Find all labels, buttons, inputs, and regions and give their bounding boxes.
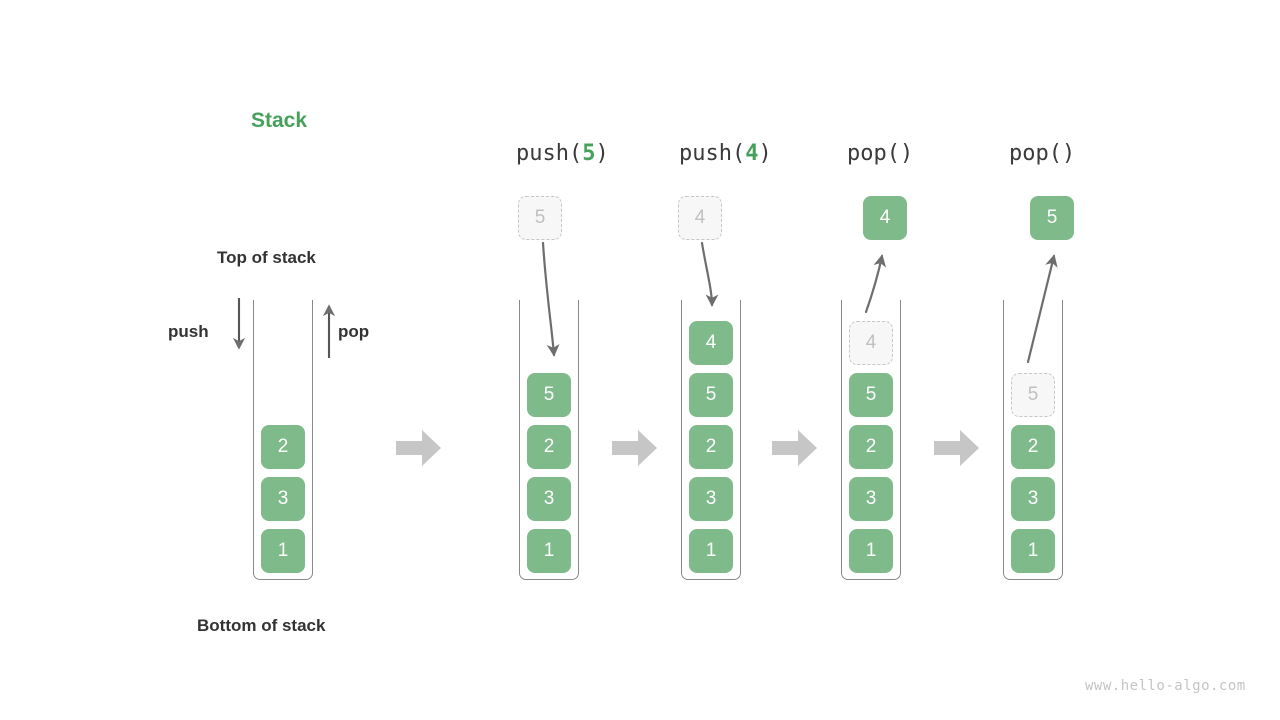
diagram-title: Stack (251, 109, 308, 132)
stack-cell: 1 (689, 529, 733, 573)
floating-cell-push-5: 5 (518, 196, 562, 240)
stack-vessel (841, 300, 901, 580)
stack-cell: 3 (689, 477, 733, 521)
stack-cell: 3 (1011, 477, 1055, 521)
stack-cell: 2 (849, 425, 893, 469)
watermark: www.hello-algo.com (1085, 678, 1246, 694)
op-value: 4 (745, 141, 759, 166)
stack-vessel (253, 300, 313, 580)
stack-vessel (1003, 300, 1063, 580)
stack-cell: 1 (527, 529, 571, 573)
pop-label: pop (338, 322, 370, 341)
stack-cell: 2 (261, 425, 305, 469)
top-of-stack-label: Top of stack (217, 248, 316, 267)
push-4-motion-arrow (700, 241, 719, 307)
stack-cell: 3 (849, 477, 893, 521)
stack-cell-ghost: 5 (1011, 373, 1055, 417)
stack-cell: 5 (527, 373, 571, 417)
stack-cell: 3 (527, 477, 571, 521)
stack-vessel (519, 300, 579, 580)
operation-caption-pop-2: pop() (1009, 141, 1075, 166)
stack-cell: 5 (689, 373, 733, 417)
op-suffix: ) (758, 141, 772, 166)
op-prefix: pop() (847, 141, 914, 166)
push-label: push (168, 322, 209, 341)
stack-cell: 1 (849, 529, 893, 573)
operation-caption-push-4: push(4) (679, 141, 772, 166)
floating-cell-push-4: 4 (678, 196, 722, 240)
stack-vessel (681, 300, 741, 580)
op-suffix: ) (595, 141, 609, 166)
stack-cell: 1 (261, 529, 305, 573)
stack-cell: 2 (527, 425, 571, 469)
stack-cell-ghost: 4 (849, 321, 893, 365)
step-separator-arrow-4 (934, 428, 980, 468)
floating-cell-pop-5: 5 (1030, 196, 1074, 240)
operation-caption-pop-1: pop() (847, 141, 913, 166)
operation-caption-push-5: push(5) (516, 141, 609, 166)
stack-cell: 5 (849, 373, 893, 417)
stack-cell: 4 (689, 321, 733, 365)
op-prefix: push( (679, 141, 746, 166)
op-value: 5 (582, 141, 596, 166)
op-prefix: pop() (1009, 141, 1076, 166)
stack-cell: 3 (261, 477, 305, 521)
step-separator-arrow-2 (612, 428, 658, 468)
stack-cell: 2 (1011, 425, 1055, 469)
bottom-of-stack-label: Bottom of stack (197, 616, 326, 635)
step-separator-arrow-1 (396, 428, 442, 468)
floating-cell-pop-4: 4 (863, 196, 907, 240)
step-separator-arrow-3 (772, 428, 818, 468)
op-prefix: push( (516, 141, 583, 166)
stack-cell: 2 (689, 425, 733, 469)
stack-cell: 1 (1011, 529, 1055, 573)
